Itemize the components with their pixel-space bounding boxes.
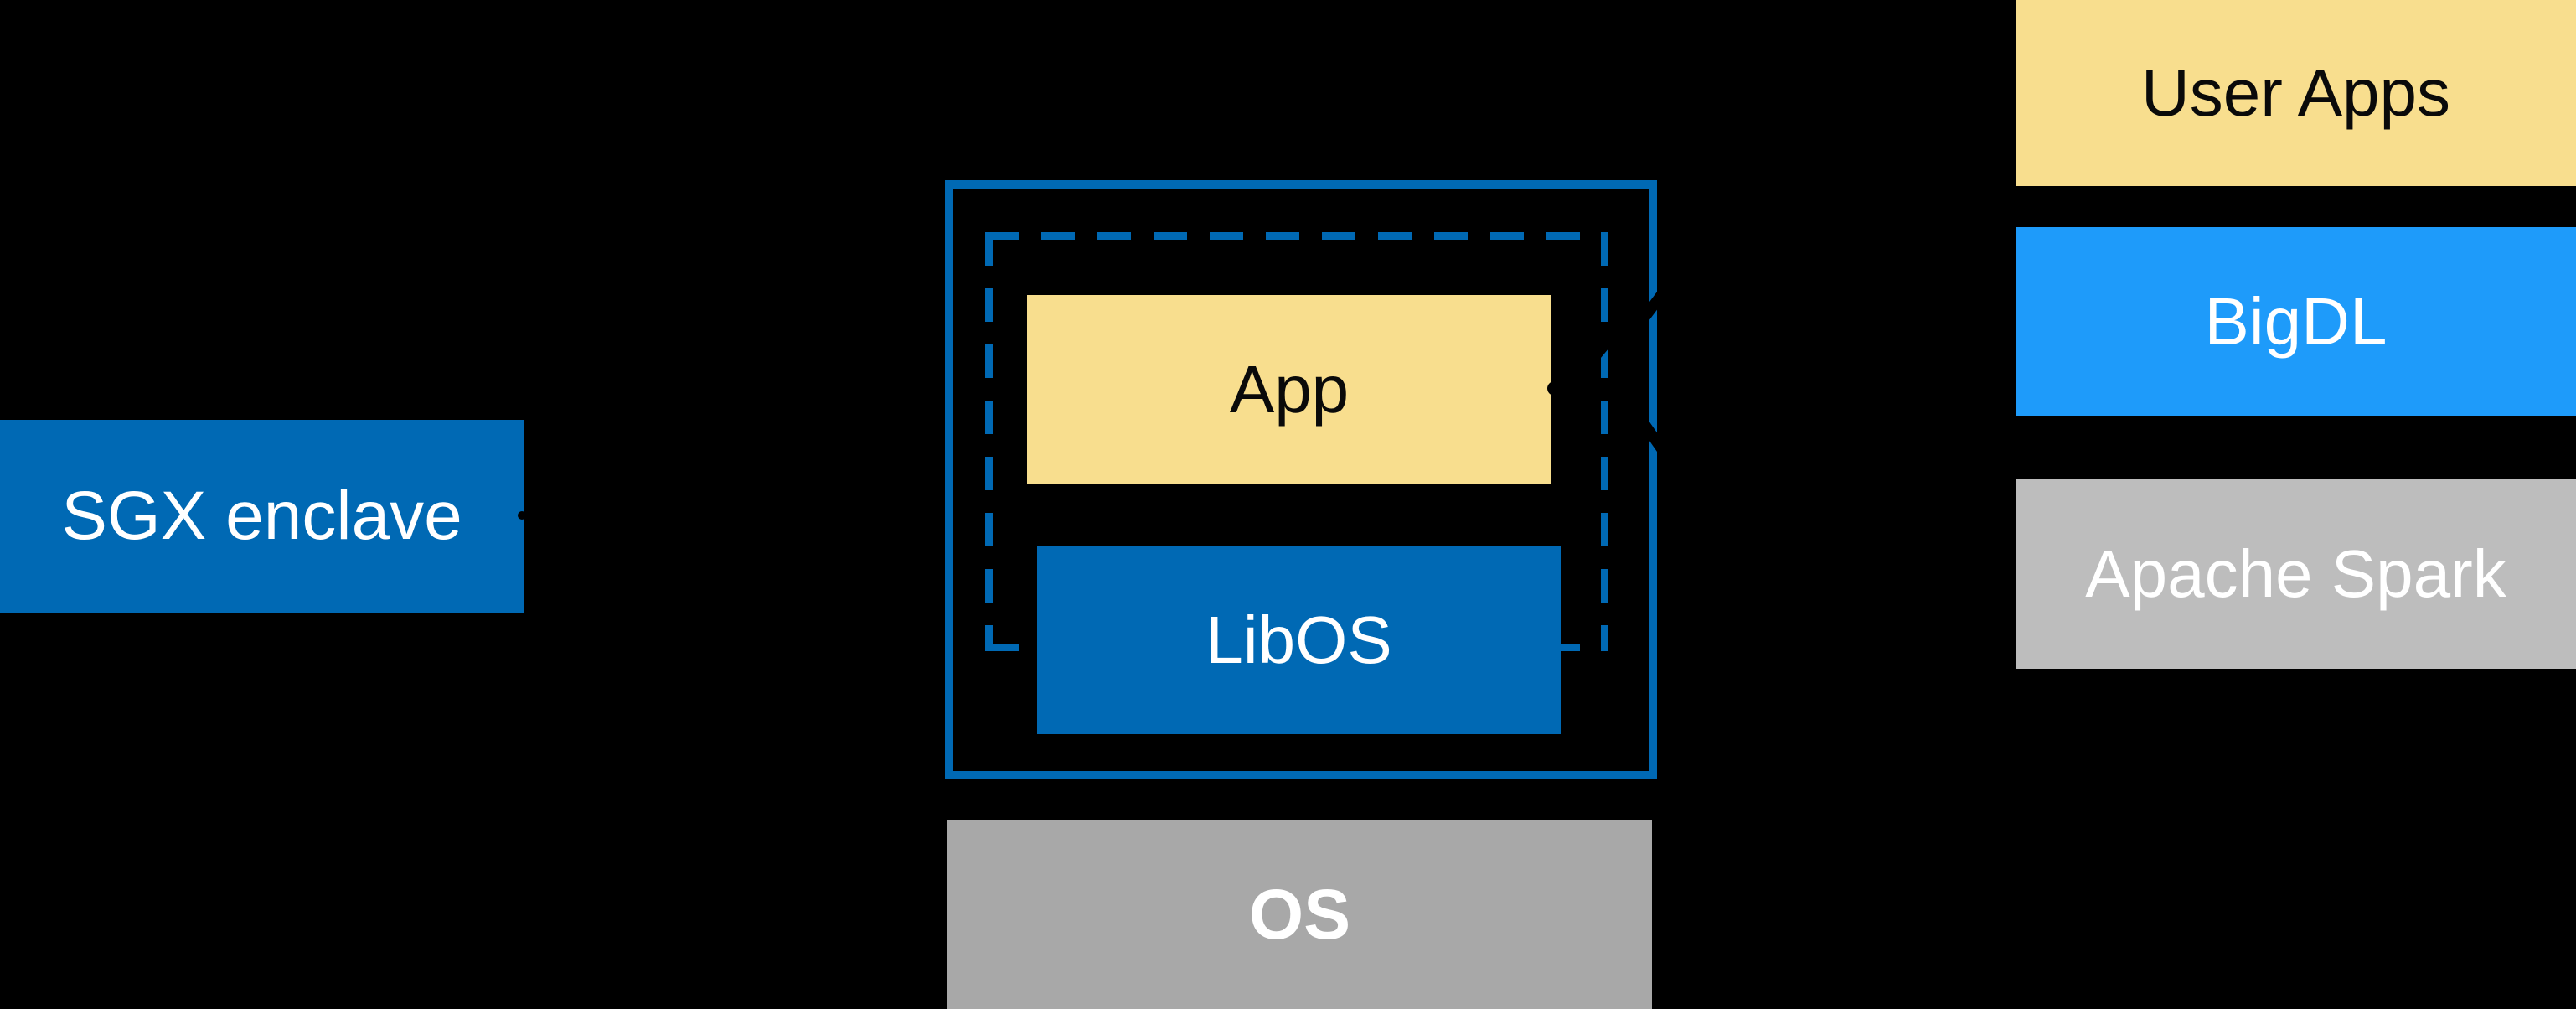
bigdl-label: BigDL (2204, 283, 2388, 359)
apache-spark-box: Apache Spark (2016, 479, 2576, 669)
libos-label: LibOS (1205, 603, 1392, 677)
os-label: OS (1248, 875, 1351, 954)
user-apps-label: User Apps (2140, 55, 2451, 130)
connector-arrow-tip-app (1547, 381, 1562, 396)
sgx-enclave-box: SGX enclave (0, 420, 524, 613)
user-apps-box: User Apps (2016, 0, 2576, 186)
apache-spark-label: Apache Spark (2085, 536, 2506, 611)
bigdl-box: BigDL (2016, 227, 2576, 416)
sgx-enclave-label: SGX enclave (61, 478, 462, 554)
connector-dot-sgx-edge (518, 511, 526, 520)
enclave-outer-box (945, 180, 1657, 779)
os-box: OS (947, 820, 1652, 1009)
app-label: App (1229, 351, 1350, 427)
app-box: App (1027, 295, 1551, 484)
libos-box: LibOS (1037, 546, 1561, 734)
